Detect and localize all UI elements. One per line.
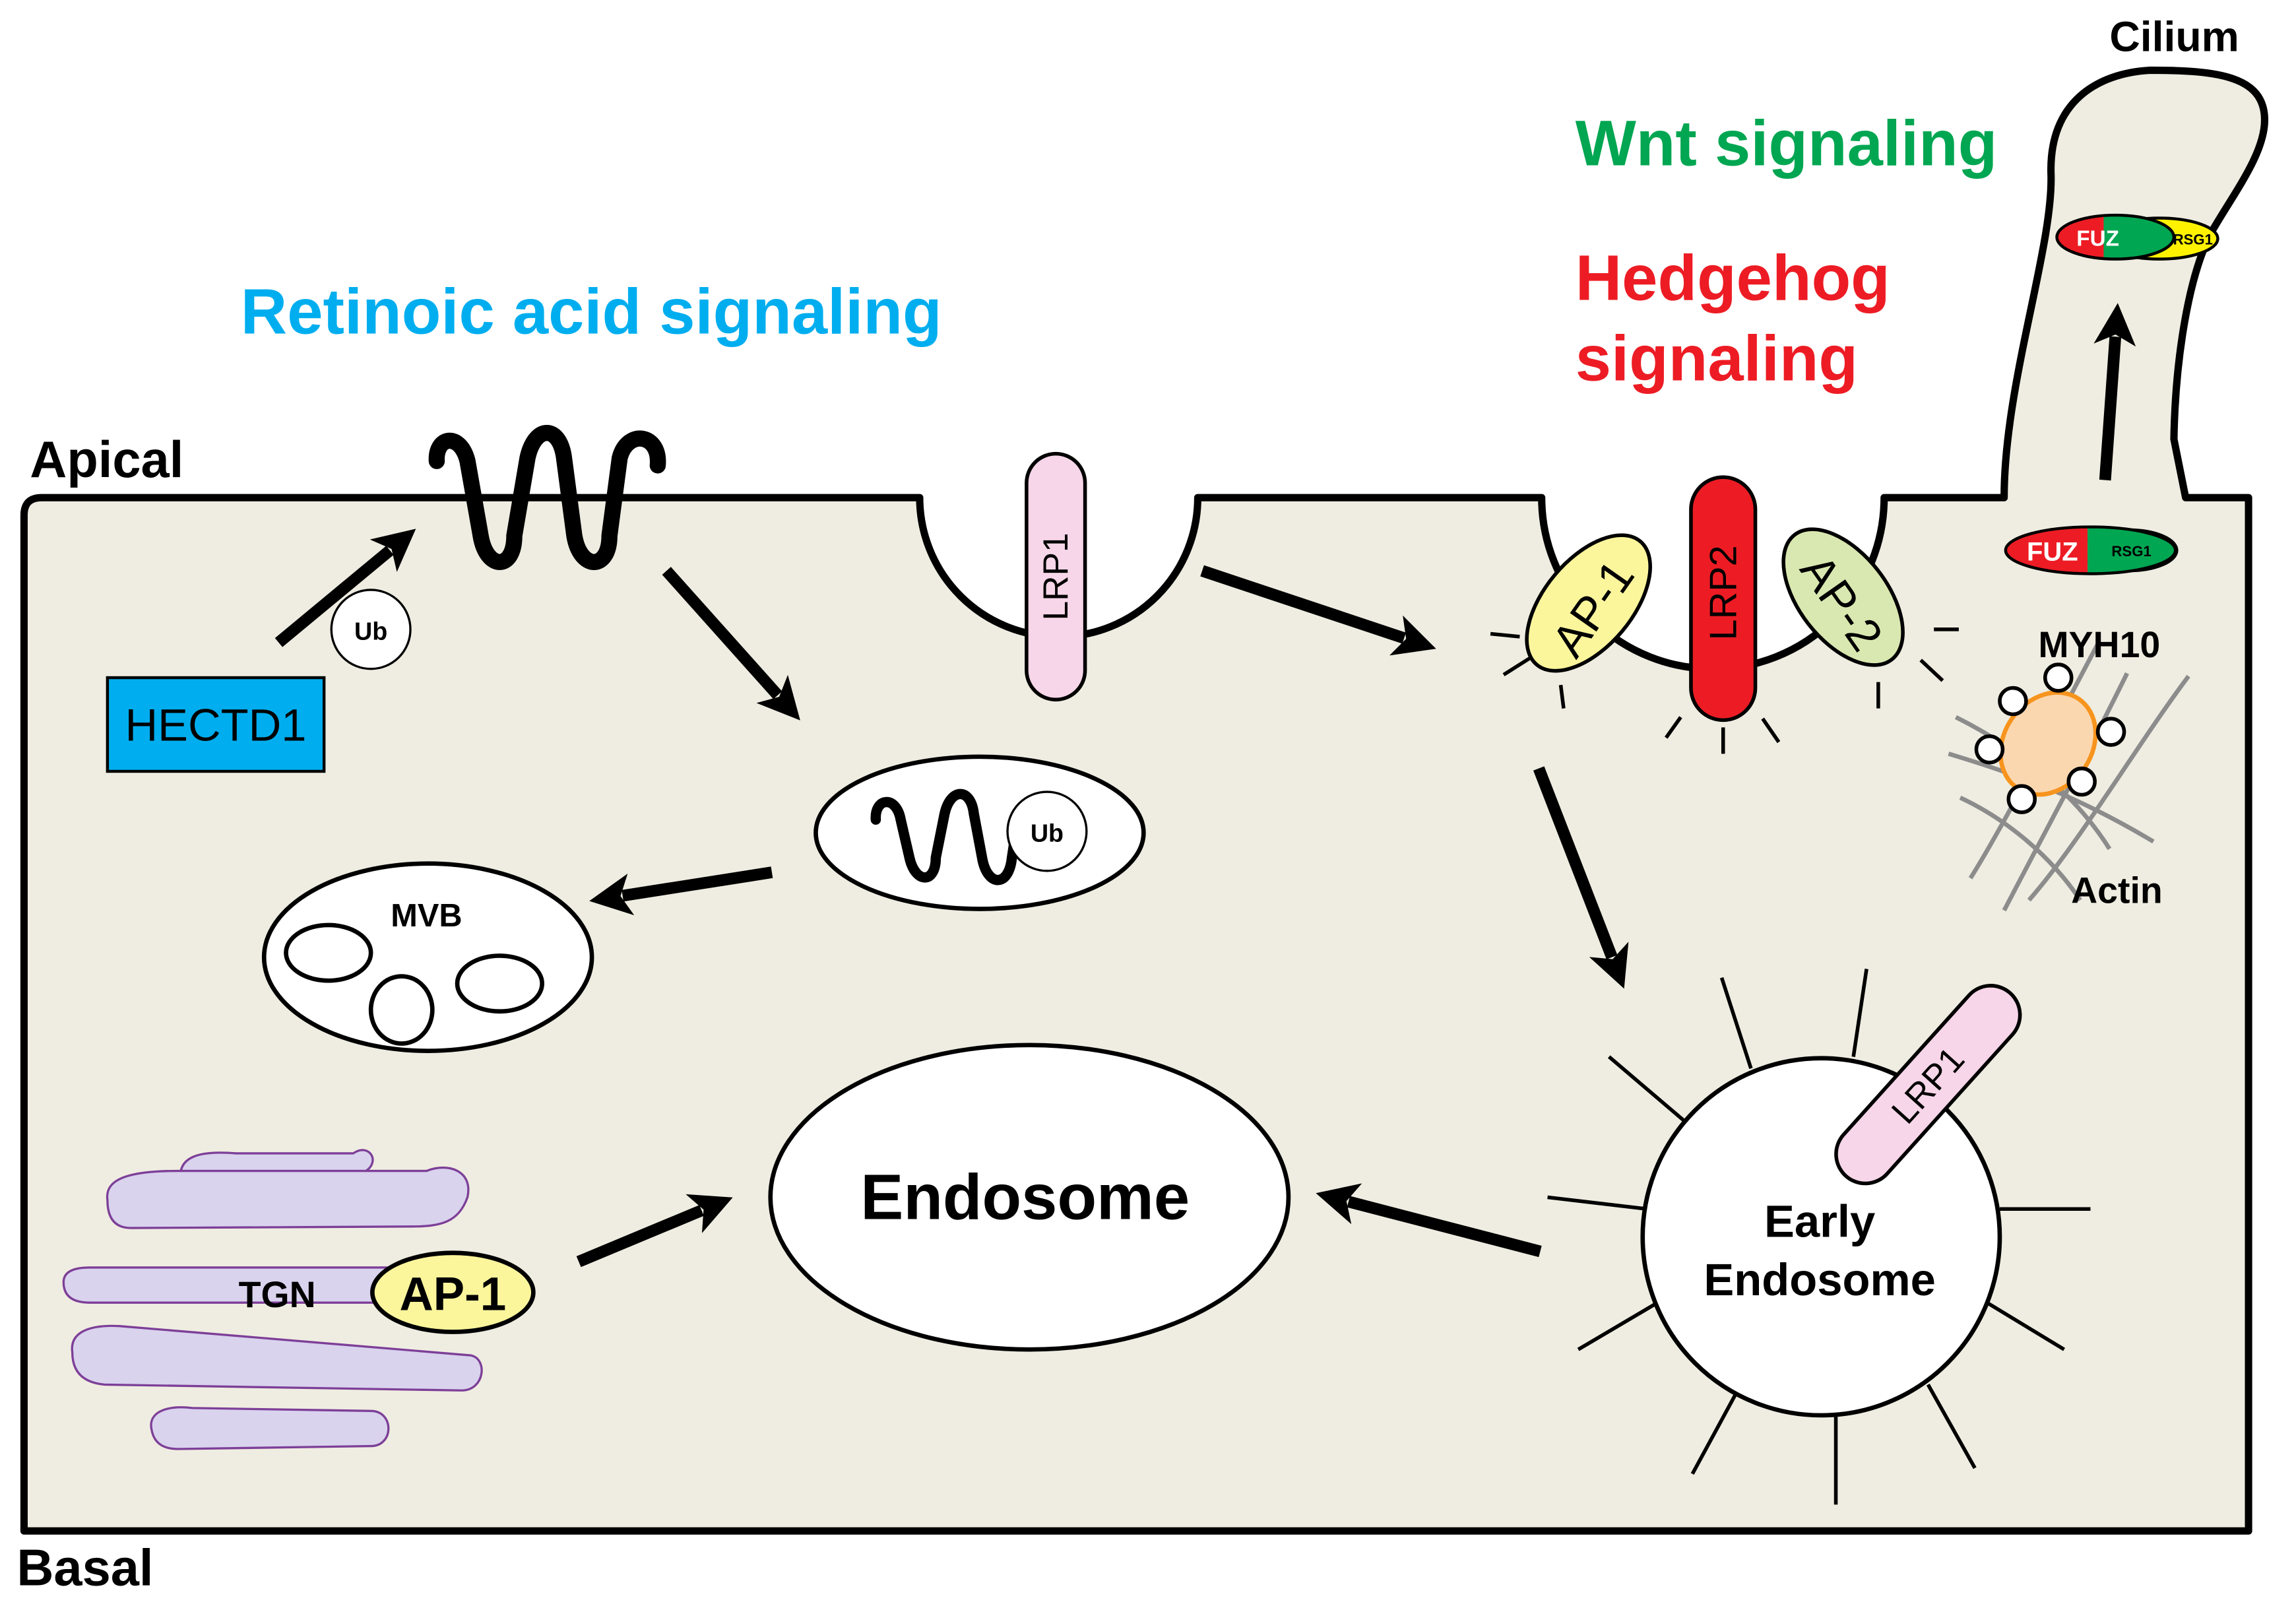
ap1-tgn [370,1250,536,1334]
lrp2 [1689,475,1758,723]
hedgehog-signaling-label: Hedgehog [1576,242,1890,314]
rsg1-top-label: RSG1 [2173,231,2213,247]
hectd1-label: HECTD1 [125,699,306,750]
clathrin-coat [1490,628,1959,754]
arrows [274,303,2136,1268]
mvb-vesicle [455,953,544,1014]
hectd1-box [106,676,326,773]
ubiquitin-vesicle-icon [1006,790,1088,872]
ub-vesicle-label: Ub [1031,819,1064,847]
arrow-icon-ap-to-early-endosome [1533,766,1629,989]
receptor-icon [428,425,666,570]
endosome-label: Endosome [860,1161,1190,1233]
arrow-icon-tgn-to-endosome [576,1194,733,1268]
basal-label: Basal [16,1539,153,1596]
ap2 [1781,527,1905,667]
mvb-vesicle [284,922,373,983]
mvb-label: MVB [391,898,462,934]
early-endosome-label-2: Endosome [1704,1254,1935,1305]
arrow-icon-cilium-transport [2093,303,2136,481]
arrow-icon-early-to-endosome [1316,1183,1542,1258]
early-endosome-spikes [1547,969,2091,1505]
fuz-top-label: FUZ [2076,227,2119,251]
ubiquitin-icon [330,589,412,670]
ap1-membrane [1525,533,1652,673]
hedgehog-signaling-label-2: signaling [1576,323,1858,395]
apical-label: Apical [30,432,183,488]
ub-label: Ub [354,617,387,645]
retinoic-acid-signaling-label: Retinoic acid signaling [241,276,942,348]
rsg1-bottom-label: RSG1 [2111,543,2151,560]
tgn-label: TGN [239,1274,316,1315]
fuz-rsg1-top: FUZ RSG1 [2055,213,2219,261]
fuz-bottom-label: FUZ [2027,538,2078,567]
actin-label: Actin [2071,870,2163,911]
internalized-receptor-icon [870,789,1023,886]
lrp1-endosome [1834,984,2022,1186]
lrp1-membrane-label: LRP1 [1036,532,1075,620]
ap1-tgn-label: AP-1 [400,1268,507,1320]
myosin-icon [1974,662,2126,814]
wnt-signaling-label: Wnt signaling [1576,108,1998,179]
lrp1-membrane [1025,451,1087,702]
endosome [768,1043,1291,1352]
arrow-icon-lrp1-to-ap [1200,565,1436,656]
arrow-icon-hectd1-to-receptor [274,529,416,647]
myh10-label: MYH10 [2038,624,2160,665]
mvb-vesicle [368,974,435,1046]
lrp2-label: LRP2 [1703,545,1745,640]
arrow-icon-vesicle-to-mvb [589,866,773,916]
cilium-label: Cilium [2109,13,2239,61]
arrow-icon-receptor-to-vesicle [662,567,800,721]
early-endosome-label: Early [1764,1196,1875,1246]
